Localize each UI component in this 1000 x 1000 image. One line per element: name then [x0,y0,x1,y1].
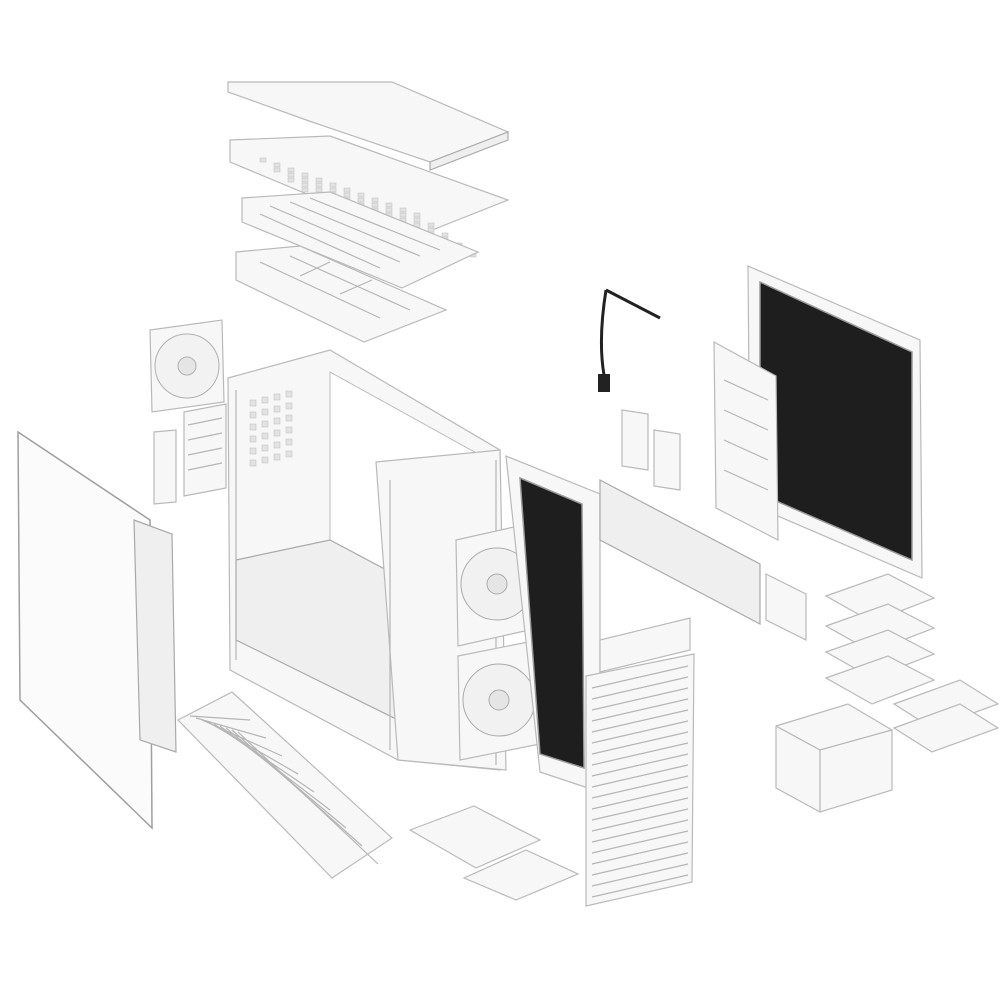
vent-hole [285,402,293,410]
vent-hole [273,393,281,401]
front-door [505,455,601,793]
vent-hole [273,417,281,425]
vent-hole [343,187,351,193]
vent-hole [385,207,393,213]
vent-hole [261,456,269,464]
vent-hole [285,414,293,422]
vent-hole [371,202,379,208]
hdd-trays [824,573,1000,753]
filter-slat [195,717,267,739]
front-bezel-mesh [585,617,695,907]
vent-hole [385,202,393,208]
vent-hole [273,441,281,449]
vent-hole [249,435,257,443]
vent-hole [427,222,435,228]
vent-hole [371,197,379,203]
vent-hole [261,444,269,452]
chassis-frame [227,349,507,771]
vent-hole [329,187,337,193]
vent-hole [273,167,281,173]
vent-hole [287,167,295,173]
vent-hole [399,212,407,218]
drive-blank-covers [408,805,580,901]
bezel-slat [591,786,689,810]
vent-hole [287,177,295,183]
vent-hole [427,227,435,233]
vent-hole [315,187,323,193]
bezel-slat [591,731,689,755]
bezel-slat [591,775,689,799]
vent-hole [261,408,269,416]
vent-hole [357,192,365,198]
bezel-slat [591,863,689,887]
vent-hole [399,207,407,213]
vent-hole [261,432,269,440]
vent-hole [261,396,269,404]
vent-hole [301,177,309,183]
vent-hole [285,390,293,398]
bezel-slat [591,687,689,711]
bottom-dust-filter [177,691,393,879]
bezel-slat [591,797,689,821]
vent-hole [301,172,309,178]
bezel-slat [591,665,689,689]
vent-hole [273,405,281,413]
vent-hole [273,453,281,461]
vent-hole [249,399,257,407]
vent-hole [343,192,351,198]
bezel-slat [591,841,689,865]
vent-hole [249,423,257,431]
bezel-slat [591,753,689,777]
filter-slat [189,715,251,721]
bezel-slat [591,764,689,788]
pci-brackets [153,403,227,505]
bezel-slat [591,874,689,898]
front-fan-bottom [457,639,541,761]
vent-hole [273,162,281,168]
vent-hole [329,182,337,188]
vent-hole [249,411,257,419]
bezel-slat [591,808,689,832]
vent-hole [261,420,269,428]
vent-hole [413,217,421,223]
bezel-slat [591,852,689,876]
vent-hole [413,212,421,218]
vent-hole [285,426,293,434]
vent-hole [285,450,293,458]
vent-hole [301,187,309,193]
vent-hole [273,429,281,437]
bezel-slat [591,830,689,854]
vent-hole [287,172,295,178]
vent-hole [249,459,257,467]
bezel-slat [591,698,689,722]
vent-hole [441,232,449,238]
psu-shroud-cover [599,479,807,641]
filter-slat [237,731,379,865]
side-glass-panel [17,430,177,830]
bezel-slat [591,742,689,766]
rear-fan [149,319,225,413]
vent-hole [285,438,293,446]
hdd-cage [775,703,893,813]
top-mesh-panel [241,191,480,289]
ssd-brackets [621,409,681,491]
right-side-panel [713,265,923,579]
vent-hole [259,157,267,163]
vent-hole [301,182,309,188]
vent-hole [249,447,257,455]
bezel-slat [591,720,689,744]
cable-harness [598,288,661,392]
vent-hole [315,182,323,188]
top-bracket [235,245,448,343]
bezel-slat [591,709,689,733]
bezel-slat [591,676,689,700]
bezel-slat [591,819,689,843]
vent-hole [357,197,365,203]
top-cover [227,81,510,171]
vent-hole [315,177,323,183]
